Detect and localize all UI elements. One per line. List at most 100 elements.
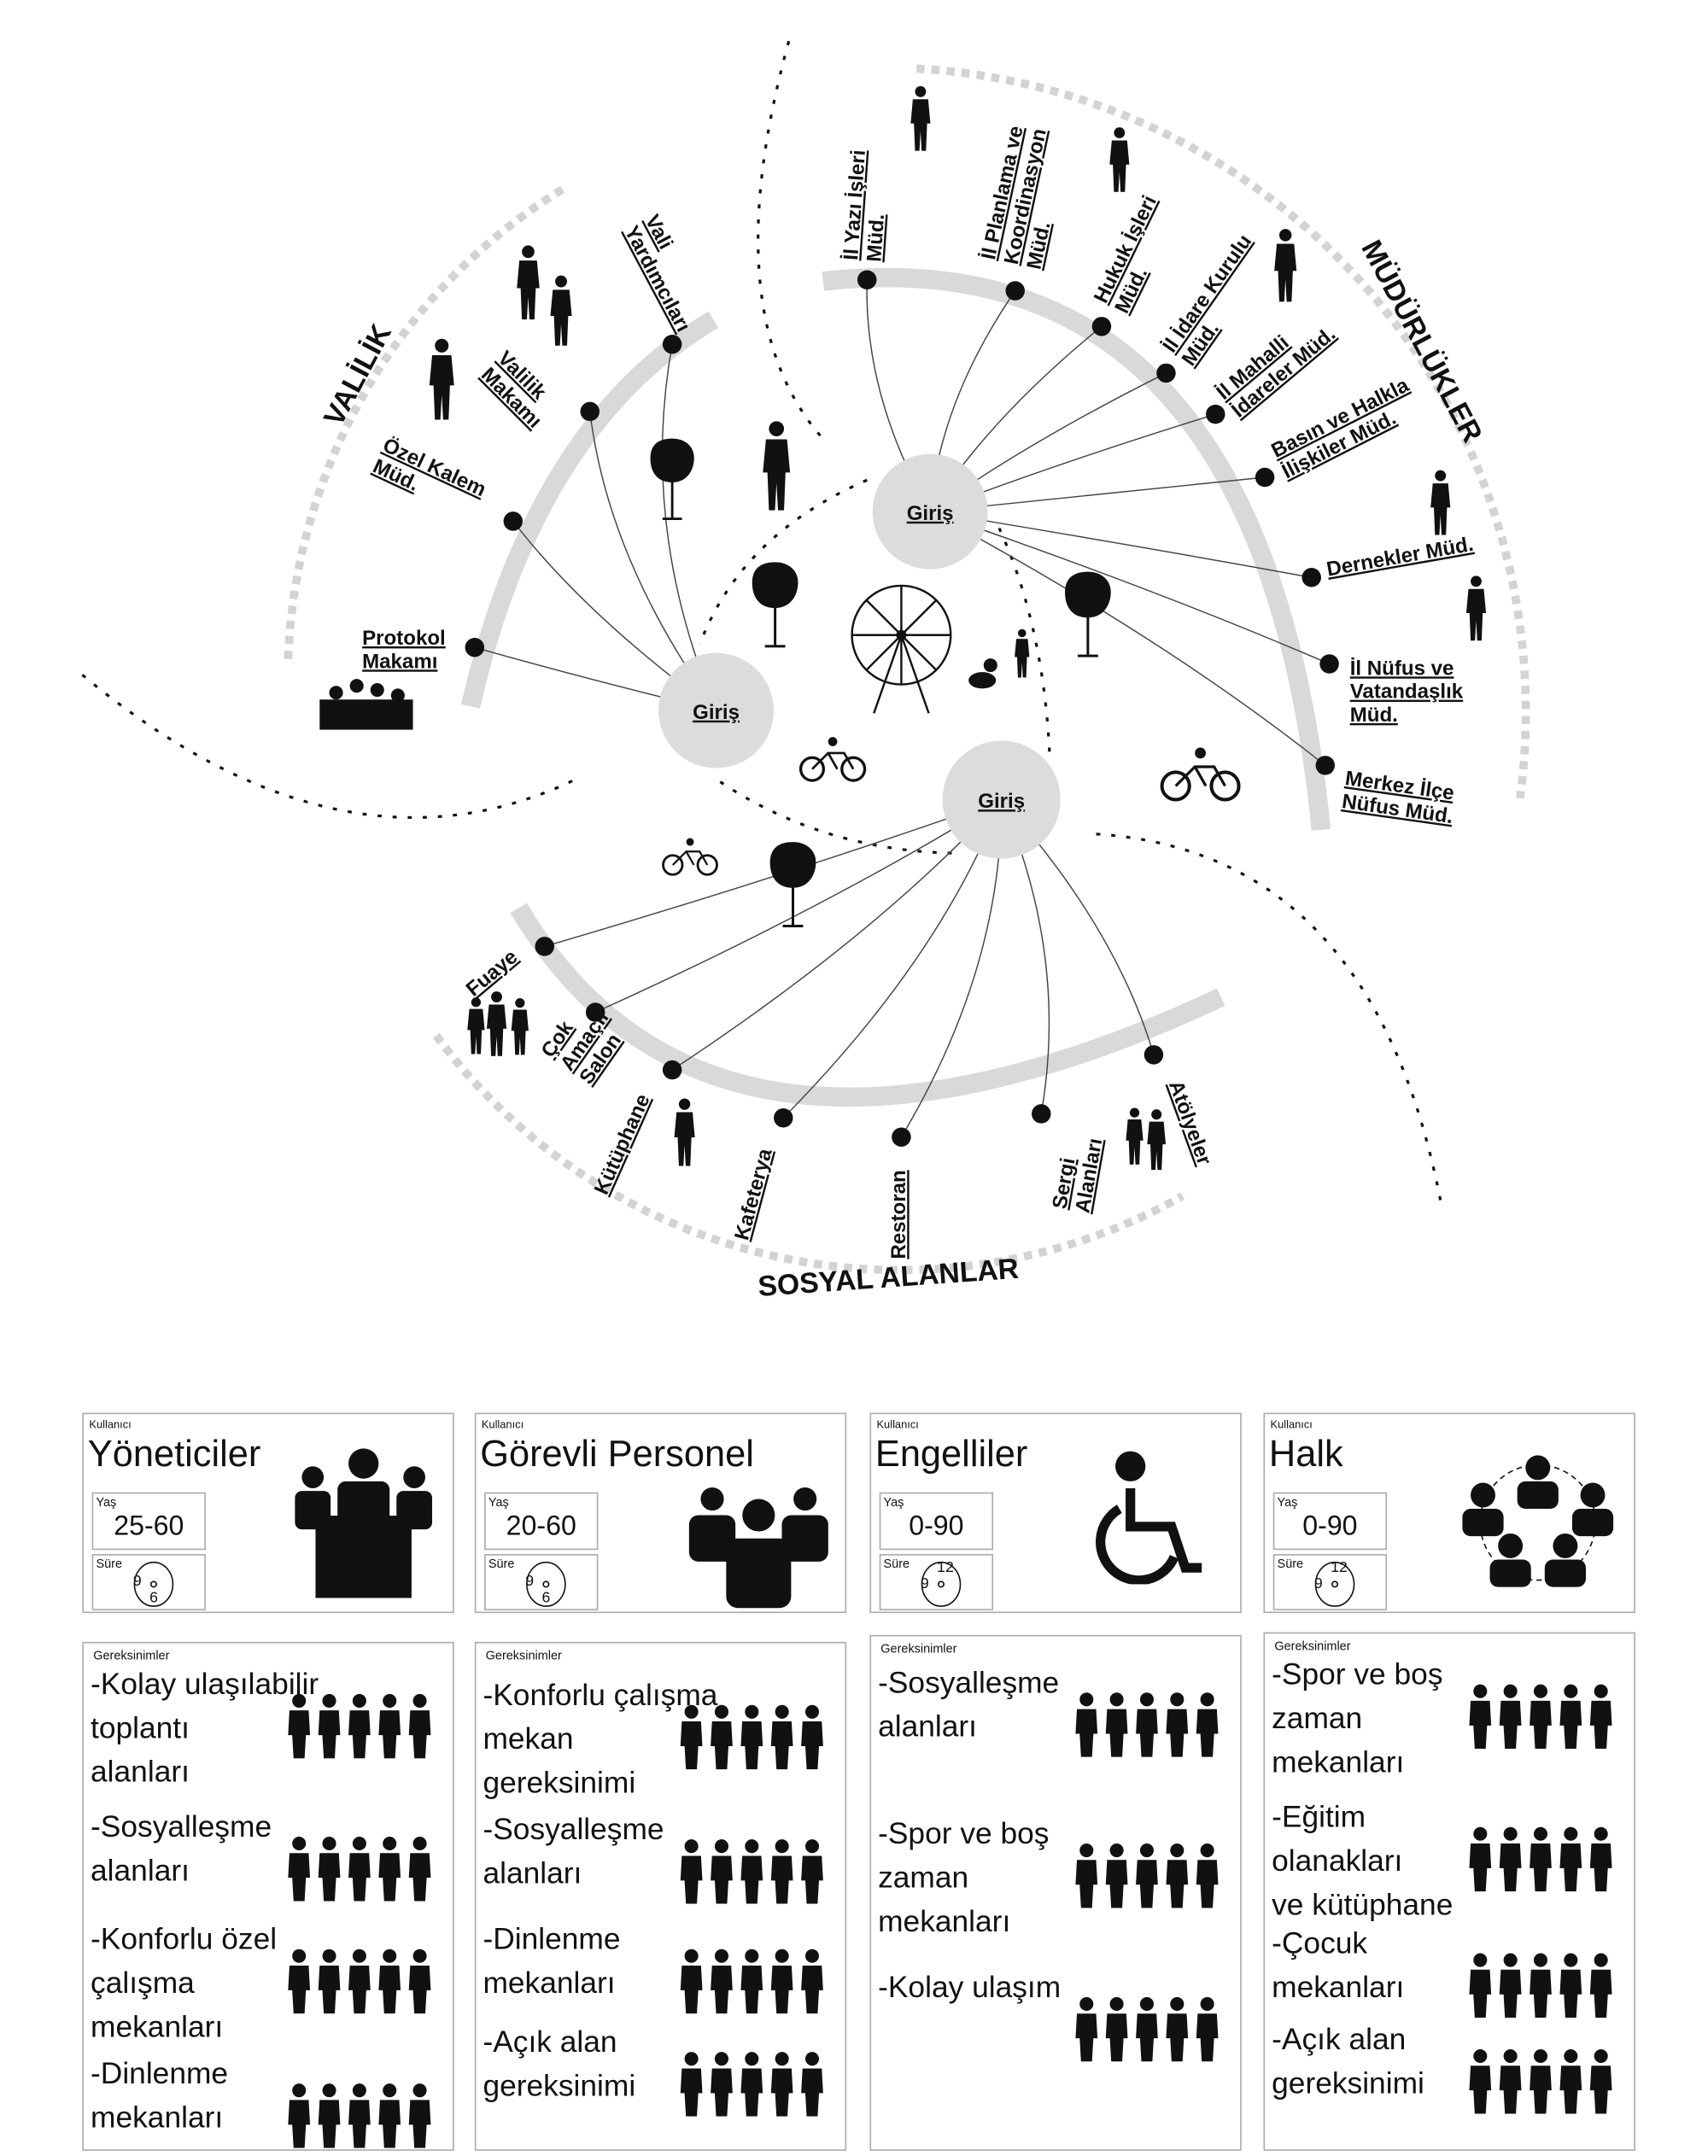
sosyal-node[interactable] [535, 937, 554, 956]
need-item: -Kolay ulaşım [878, 1966, 1061, 2009]
unit-label-line: İl Nüfus ve [1350, 657, 1454, 680]
valilik-node[interactable] [465, 637, 485, 657]
mudurlukler-node[interactable] [1301, 568, 1321, 587]
tree-icon [1065, 571, 1111, 657]
need-line: -Konforlu çalışma [483, 1677, 718, 1712]
valilik-node[interactable] [662, 334, 682, 354]
clock-number: 9 [920, 1575, 929, 1593]
wheelchair-athlete-icon [801, 737, 865, 780]
mudurlukler-node[interactable] [1319, 654, 1339, 674]
need-line: zaman [1272, 1700, 1363, 1736]
need-line: mekanları [1272, 1744, 1405, 1779]
need-line: gereksinimi [483, 2068, 636, 2103]
mudurlukler-node[interactable] [1315, 756, 1336, 775]
wheelchair-icon [1075, 1996, 1219, 2062]
entrance-label: Giriş [978, 790, 1025, 813]
unit-label-line: Vatandaşlık [1350, 681, 1464, 704]
sosyal-node[interactable] [892, 1127, 911, 1147]
mudurlukler-node[interactable] [1091, 317, 1112, 336]
sosyal-node[interactable] [662, 1060, 682, 1080]
person-icon [1126, 1107, 1144, 1165]
entrance-sosyal[interactable]: Giriş [942, 740, 1061, 859]
need-line: -Sosyalleşme [878, 1665, 1060, 1700]
sosyal-outer-arc [432, 1032, 1185, 1275]
businessman-icon [1274, 229, 1297, 302]
person-icon [550, 275, 572, 346]
valilik-unit-label: ValilikMakamı [477, 347, 563, 433]
study-desks-icon [1469, 1826, 1612, 1892]
sosyal-unit-label: SergiAlanları [1048, 1132, 1107, 1214]
tandem-bike-icon [1469, 1684, 1612, 1750]
clock-icon: 9 6 [132, 1559, 175, 1609]
businessman-icon [1465, 576, 1487, 641]
meeting-group-icon [319, 679, 413, 730]
need-line: -Sosyalleşme [91, 1808, 272, 1844]
mudurlukler-node[interactable] [1005, 281, 1025, 301]
user-group-icon [288, 1447, 439, 1605]
mudurlukler-node[interactable] [1206, 404, 1225, 424]
unit-label-line: Kütüphane [590, 1090, 655, 1198]
mudurlukler-node[interactable] [1255, 467, 1275, 488]
need-line: alanları [483, 1855, 582, 1890]
connection-line [929, 511, 1326, 766]
clock-icon: 12 9 [919, 1559, 962, 1609]
age-value: 25-60 [114, 1511, 184, 1542]
businessman-icon [1109, 127, 1130, 192]
dog-icon [968, 658, 997, 689]
unit-label-line: Alanları [1071, 1136, 1107, 1215]
mudurlukler-unit-label: Merkez İlçeNüfus Müd. [1341, 767, 1458, 828]
lounge-group-icon [288, 1949, 431, 2014]
needs-header: Gereksinimler [485, 1648, 562, 1662]
mudurlukler-arc [822, 268, 1331, 831]
age-value: 20-60 [506, 1511, 576, 1542]
need-line: alanları [878, 1709, 978, 1744]
outdoor-exercise-icon [680, 2052, 823, 2117]
need-line: -Kolay ulaşılabilir [91, 1666, 319, 1701]
sosyal-node[interactable] [1032, 1104, 1051, 1124]
tandem-bike-icon [1162, 747, 1239, 799]
duration-box: Süre 9 6 [484, 1554, 599, 1610]
clock-number: 6 [149, 1589, 158, 1607]
duration-label: Süre [1277, 1557, 1304, 1571]
clock-icon: 12 9 [1313, 1559, 1356, 1609]
entrance-valilik[interactable]: Giriş [658, 652, 775, 768]
tennis-player-icon [674, 1098, 695, 1166]
duration-label: Süre [488, 1557, 515, 1571]
mudurlukler-unit-label: İl Yazı İşleriMüd. [839, 149, 893, 263]
unit-label-line: Atölyeler [1164, 1078, 1216, 1168]
sosyal-unit-label: Fuaye [462, 945, 523, 1001]
valilik-outer-arc [284, 185, 565, 662]
sosyal-node[interactable] [774, 1107, 793, 1128]
businessman-icon [1430, 470, 1451, 535]
mudurlukler-unit-label: İl Mahalliİdareler Müd. [1212, 305, 1340, 423]
needs-header: Gereksinimler [93, 1648, 170, 1662]
entrance-label: Giriş [907, 502, 954, 525]
mudurlukler-node[interactable] [857, 270, 877, 289]
sosyal-node[interactable] [585, 1002, 605, 1022]
sosyal-unit-label: Kütüphane [590, 1090, 655, 1198]
businessman-icon [910, 85, 931, 151]
entrance-mudurlukler[interactable]: Giriş [872, 453, 988, 570]
clock-number: 9 [525, 1573, 535, 1590]
sosyal-unit-label: Atölyeler [1164, 1078, 1216, 1168]
valilik-node[interactable] [580, 401, 600, 422]
need-line: çalışma [91, 1965, 195, 2001]
valilik-title: VALİLİK [318, 318, 398, 431]
cyclist-icon [664, 838, 717, 875]
user-name: Engelliler [874, 1433, 1028, 1475]
clock-number: 6 [541, 1589, 551, 1607]
person-icon [517, 245, 540, 320]
mudurlukler-node[interactable] [1156, 363, 1176, 383]
sosyal-node[interactable] [1144, 1045, 1164, 1065]
valilik-node[interactable] [503, 511, 524, 531]
